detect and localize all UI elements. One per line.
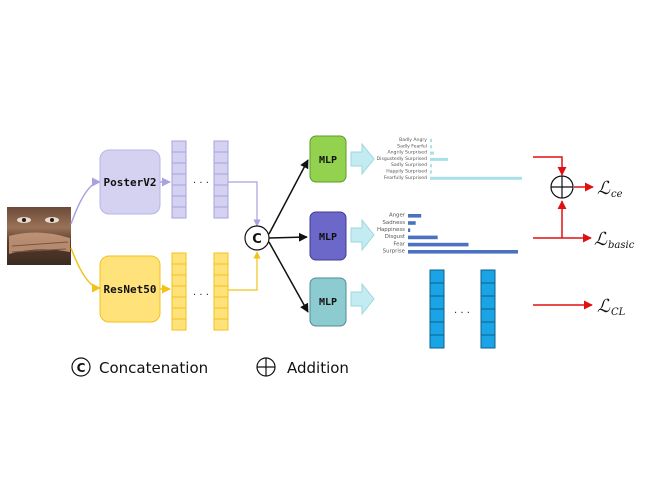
svg-text:C: C xyxy=(77,361,86,375)
poster-feature-column-1 xyxy=(171,140,187,219)
legend-concat-label: Concatenation xyxy=(99,359,208,377)
compound-chart-label: Sadly Surprised xyxy=(391,162,427,168)
compound-to-addition-arrow xyxy=(533,156,567,176)
mlp-basic-head: MLP xyxy=(309,211,347,261)
mlp-compound-label: MLP xyxy=(319,155,337,166)
compound-chart-label: Fearfully Surprised xyxy=(384,175,427,181)
mlp-basic-label: MLP xyxy=(319,232,337,243)
compound-chart-bar xyxy=(430,145,432,149)
compound-chart-bar xyxy=(430,170,432,174)
resnet50-label: ResNet50 xyxy=(104,283,157,296)
compound-chart-label: Happily Surprised xyxy=(386,169,427,175)
compound-chart-label: Badly Angry xyxy=(399,137,427,143)
poster-v2-label: PosterV2 xyxy=(104,176,157,189)
concat-to-mlp2-arrow xyxy=(268,232,308,242)
compound-chart-label: Angrily Surprised xyxy=(387,150,427,156)
concat-node-symbol: C xyxy=(252,232,262,247)
svg-text:ℒ: ℒ xyxy=(594,229,608,250)
basic-chart-label: Fear xyxy=(393,241,405,247)
compound-chart-bar xyxy=(430,164,432,168)
concat-to-mlp3-arrow xyxy=(268,241,309,313)
loss-ce-label: ℒ ce xyxy=(597,178,623,200)
basic-chart-bar xyxy=(408,214,422,218)
contrastive-features-ellipsis: · · · xyxy=(454,308,470,319)
poster-to-concat-arrow xyxy=(228,181,261,227)
poster-features-ellipsis: · · · xyxy=(193,178,209,189)
contrastive-feature-column-1 xyxy=(429,269,445,349)
compound-chart-bar xyxy=(430,157,448,161)
loss-basic-label: ℒ basic xyxy=(594,229,635,251)
basic-chart-label: Sadness xyxy=(383,220,406,226)
concat-to-mlp1-arrow xyxy=(268,159,309,235)
resnet-to-concat-arrow xyxy=(228,251,261,291)
basic-chart-label: Surprise xyxy=(383,249,406,255)
image-to-resnet-arrow xyxy=(70,247,101,293)
svg-text:ℒ: ℒ xyxy=(597,296,611,317)
poster-feature-column-2 xyxy=(213,140,229,219)
svg-text:ℒ: ℒ xyxy=(597,178,611,199)
resnet-feature-column-1 xyxy=(171,252,187,331)
compound-chart-bar xyxy=(430,139,432,142)
contrastive-feature-column-2 xyxy=(480,269,496,349)
basic-chart-bar xyxy=(408,250,518,254)
svg-text:basic: basic xyxy=(608,240,635,251)
legend-concat-icon xyxy=(71,357,91,377)
mlp-contrastive-label: MLP xyxy=(319,297,337,308)
legend-addition: Addition xyxy=(256,357,349,377)
basic-chart-bar xyxy=(408,235,438,240)
mlp1-output-arrow xyxy=(350,142,375,176)
image-to-poster-arrow xyxy=(70,177,101,225)
basic-chart-label: Happiness xyxy=(377,227,405,233)
addition-node xyxy=(550,175,574,199)
svg-text:CL: CL xyxy=(611,307,626,318)
compound-chart-bar xyxy=(430,151,434,155)
mlp-contrastive-head: MLP xyxy=(309,277,347,327)
mlp3-output-arrow xyxy=(350,282,375,316)
poster-v2-block: PosterV2 xyxy=(99,149,161,215)
svg-text:ce: ce xyxy=(611,189,623,200)
basic-chart-bar xyxy=(408,242,469,247)
compound-chart-label: Disgustedly Surprised xyxy=(377,156,427,162)
resnet-feature-column-2 xyxy=(213,252,229,331)
concat-node: C xyxy=(244,225,270,251)
basic-chart-label: Disgust xyxy=(385,234,405,240)
mlp-compound-head: MLP xyxy=(309,135,347,183)
legend-concatenation: C Concatenation xyxy=(71,357,208,377)
resnet-features-ellipsis: · · · xyxy=(193,290,209,301)
loss-cl-label: ℒ CL xyxy=(597,296,626,318)
mlp2-output-arrow xyxy=(350,218,375,252)
input-face-image xyxy=(7,207,71,265)
compound-chart-label: Sadly Fearful xyxy=(397,143,427,149)
legend-addition-label: Addition xyxy=(287,359,349,377)
resnet50-block: ResNet50 xyxy=(99,255,161,323)
basic-chart-label: Anger xyxy=(389,213,406,219)
basic-chart-bar xyxy=(408,228,411,232)
compound-chart-bar xyxy=(430,176,522,180)
basic-chart-bar xyxy=(408,221,416,225)
